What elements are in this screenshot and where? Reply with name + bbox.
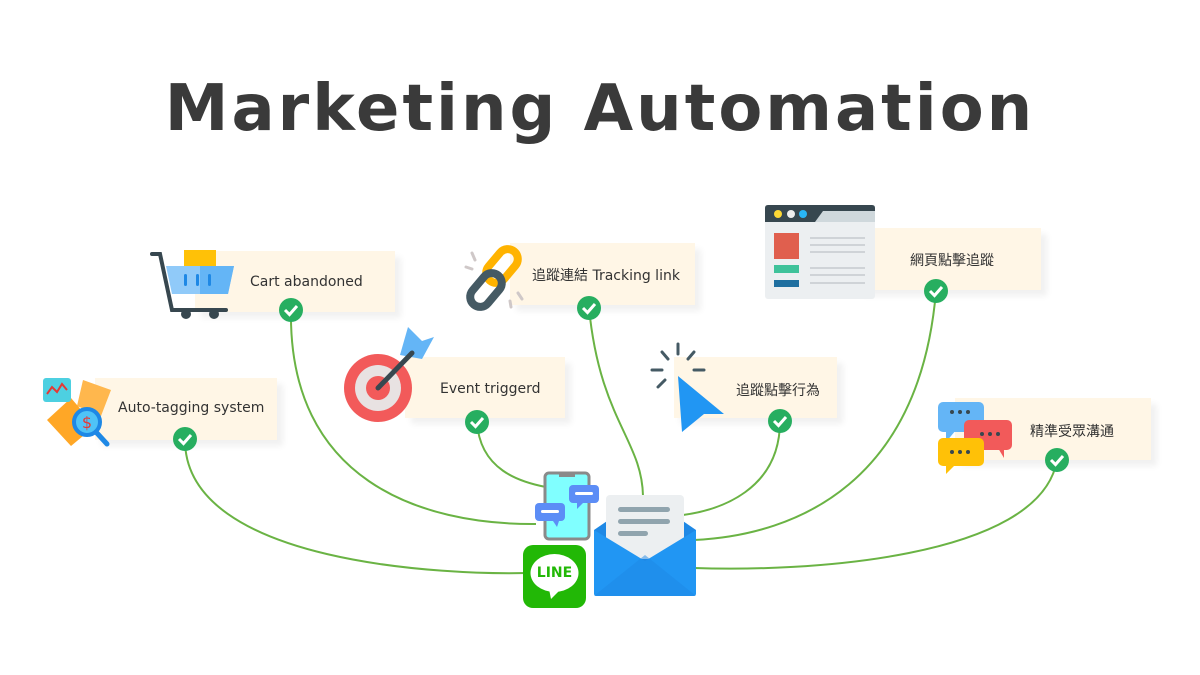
node-label-audience: 精準受眾溝通 (1030, 424, 1114, 440)
line-logo-text: LINE (536, 565, 573, 581)
browser-window-icon (765, 205, 875, 299)
connector-event (476, 421, 547, 488)
phone-chat-icon (535, 471, 599, 541)
node-label-cart: Cart abandoned (250, 274, 363, 290)
chain-link-icon (464, 245, 524, 311)
node-card-tracking-link (510, 243, 695, 305)
connector-auto-tagging (184, 439, 529, 575)
check-icon (173, 427, 197, 451)
shopping-cart-icon (150, 250, 234, 319)
node-card-web-click (858, 228, 1041, 290)
check-icon (279, 298, 303, 322)
check-icon (924, 279, 948, 303)
node-label-auto-tagging: Auto-tagging system (118, 400, 265, 416)
check-icon (1045, 448, 1069, 472)
connector-web-click (693, 290, 937, 541)
node-label-web-click: 網頁點擊追蹤 (910, 253, 994, 269)
target-icon (344, 327, 434, 422)
svg-text:$: $ (82, 413, 92, 432)
cursor-click-icon (650, 342, 724, 432)
node-label-event: Event triggerd (440, 381, 541, 397)
page-title: Marketing Automation (164, 72, 1036, 146)
check-icon (465, 410, 489, 434)
speech-bubble-icon (530, 554, 579, 599)
check-icon (768, 409, 792, 433)
node-label-click-behavior: 追蹤點擊行為 (736, 383, 820, 399)
connector-cart (289, 309, 537, 526)
email-envelope-icon (594, 495, 696, 596)
connector-tracking-link (588, 307, 644, 497)
check-icon (577, 296, 601, 320)
node-label-tracking-link: 追蹤連結 Tracking link (532, 268, 680, 284)
connector-audience (693, 459, 1058, 570)
node-card-event (405, 357, 565, 418)
connector-click-behavior (682, 420, 781, 516)
auto-tagging-icon: $ (43, 378, 111, 447)
chat-bubbles-icon (938, 402, 1012, 474)
line-app-icon: LINE (523, 545, 586, 608)
